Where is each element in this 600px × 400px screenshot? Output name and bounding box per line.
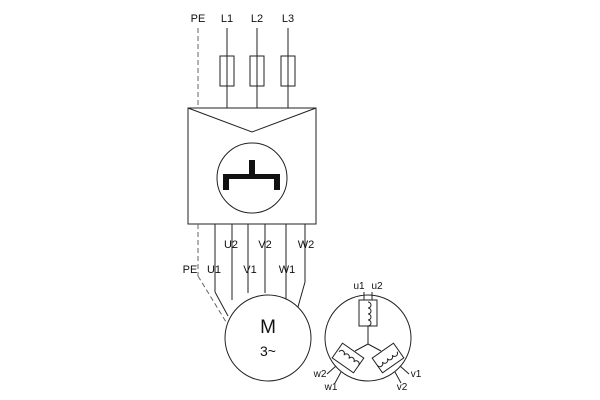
- supply-label-l3: L3: [282, 13, 294, 25]
- winding-label-w1: w1: [324, 382, 338, 393]
- winding-label-u2: u2: [371, 281, 383, 292]
- output-label-v2: V2: [258, 239, 271, 251]
- motor-wires: [214, 224, 306, 317]
- coil-w: [331, 342, 365, 374]
- coil-v: [371, 342, 405, 374]
- winding-label-w2: w2: [313, 369, 327, 380]
- motor-label: M: [260, 317, 276, 338]
- motor-symbol: M 3~: [224, 294, 312, 382]
- switch-symbol-icon: [223, 160, 280, 190]
- winding-star-diagram: [324, 292, 412, 384]
- motor-phase-label: 3~: [260, 343, 276, 359]
- motor-label-pe: PE: [183, 264, 198, 276]
- winding-label-u1: u1: [353, 281, 365, 292]
- supply-label-l1: L1: [221, 13, 233, 25]
- supply-label-pe: PE: [191, 13, 206, 25]
- output-label-w2: W2: [298, 239, 315, 251]
- winding-label-v1: v1: [411, 369, 422, 380]
- motor-label-w1: W1: [279, 264, 296, 276]
- star-delta-starter: [187, 107, 317, 225]
- winding-label-v2: v2: [397, 382, 408, 393]
- output-label-u2: U2: [224, 239, 238, 251]
- motor-label-u1: U1: [207, 264, 221, 276]
- supply-label-l2: L2: [251, 13, 263, 25]
- coil-u: [358, 292, 378, 327]
- supply-wires: [226, 28, 289, 108]
- motor-label-v1: V1: [243, 264, 256, 276]
